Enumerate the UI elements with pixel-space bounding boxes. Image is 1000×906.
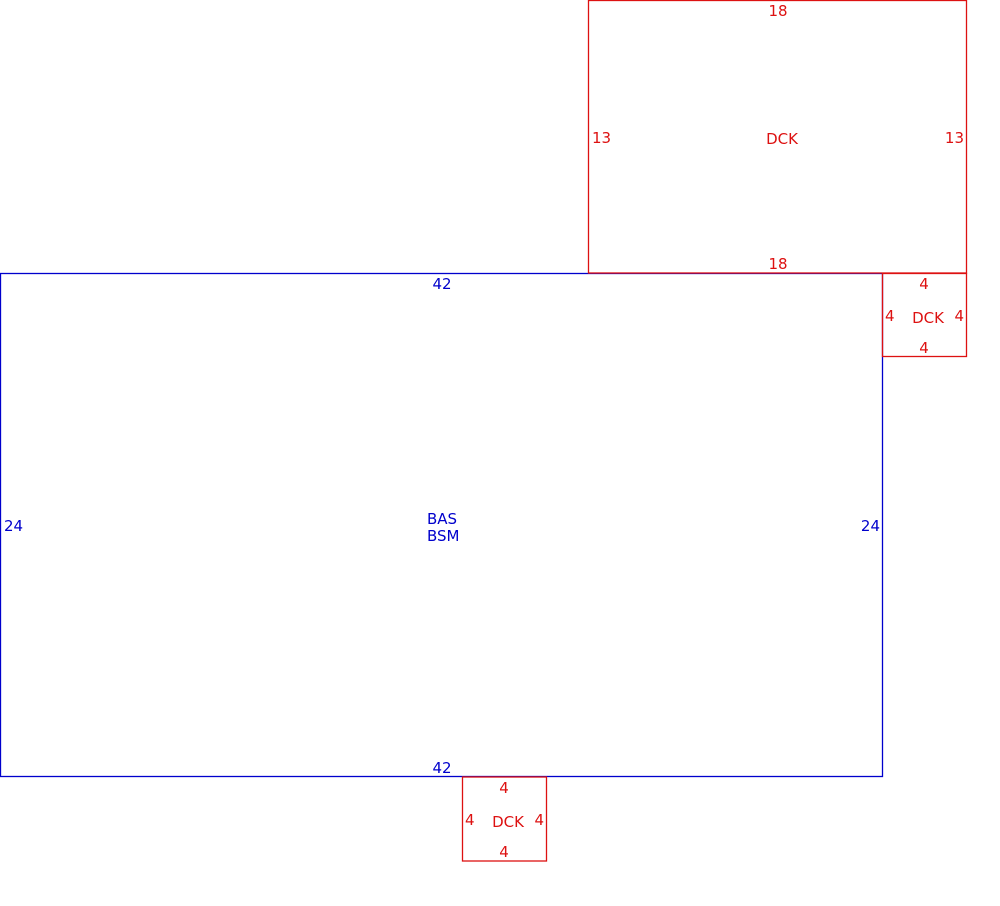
- deck-upper-left-dimension: 13: [592, 129, 611, 147]
- main-area-top-dimension: 42: [432, 275, 451, 293]
- deck-side-label: DCK: [912, 309, 945, 327]
- deck-upper-outline: [587, 0, 968, 274]
- deck-side: 4 4 4 4 DCK: [881, 272, 968, 358]
- deck-bottom-top-dimension: 4: [499, 779, 509, 797]
- deck-upper-right-dimension: 13: [945, 129, 964, 147]
- deck-side-left-dimension: 4: [885, 307, 895, 325]
- deck-bottom-right-dimension: 4: [534, 811, 544, 829]
- main-area-outline: [0, 272, 884, 778]
- deck-side-outline: [881, 272, 968, 358]
- deck-side-bottom-dimension: 4: [919, 339, 929, 357]
- deck-upper-label: DCK: [766, 130, 799, 148]
- main-area-right-dimension: 24: [861, 517, 880, 535]
- main-area-label-line2: BSM: [427, 527, 460, 545]
- main-area: 42 42 24 24 BAS BSM: [0, 272, 884, 778]
- deck-side-right-dimension: 4: [954, 307, 964, 325]
- deck-bottom-left-dimension: 4: [465, 811, 475, 829]
- deck-bottom-label: DCK: [492, 813, 525, 831]
- main-area-label-line1: BAS: [427, 510, 457, 528]
- main-area-left-dimension: 24: [4, 517, 23, 535]
- deck-side-top-dimension: 4: [919, 275, 929, 293]
- deck-bottom-bottom-dimension: 4: [499, 843, 509, 861]
- deck-bottom-outline: [461, 776, 548, 862]
- deck-upper-top-dimension: 18: [768, 2, 787, 20]
- deck-upper: 18 18 13 13 DCK: [587, 0, 968, 274]
- deck-upper-bottom-dimension: 18: [768, 255, 787, 273]
- deck-bottom: 4 4 4 4 DCK: [461, 776, 548, 862]
- main-area-bottom-dimension: 42: [432, 759, 451, 777]
